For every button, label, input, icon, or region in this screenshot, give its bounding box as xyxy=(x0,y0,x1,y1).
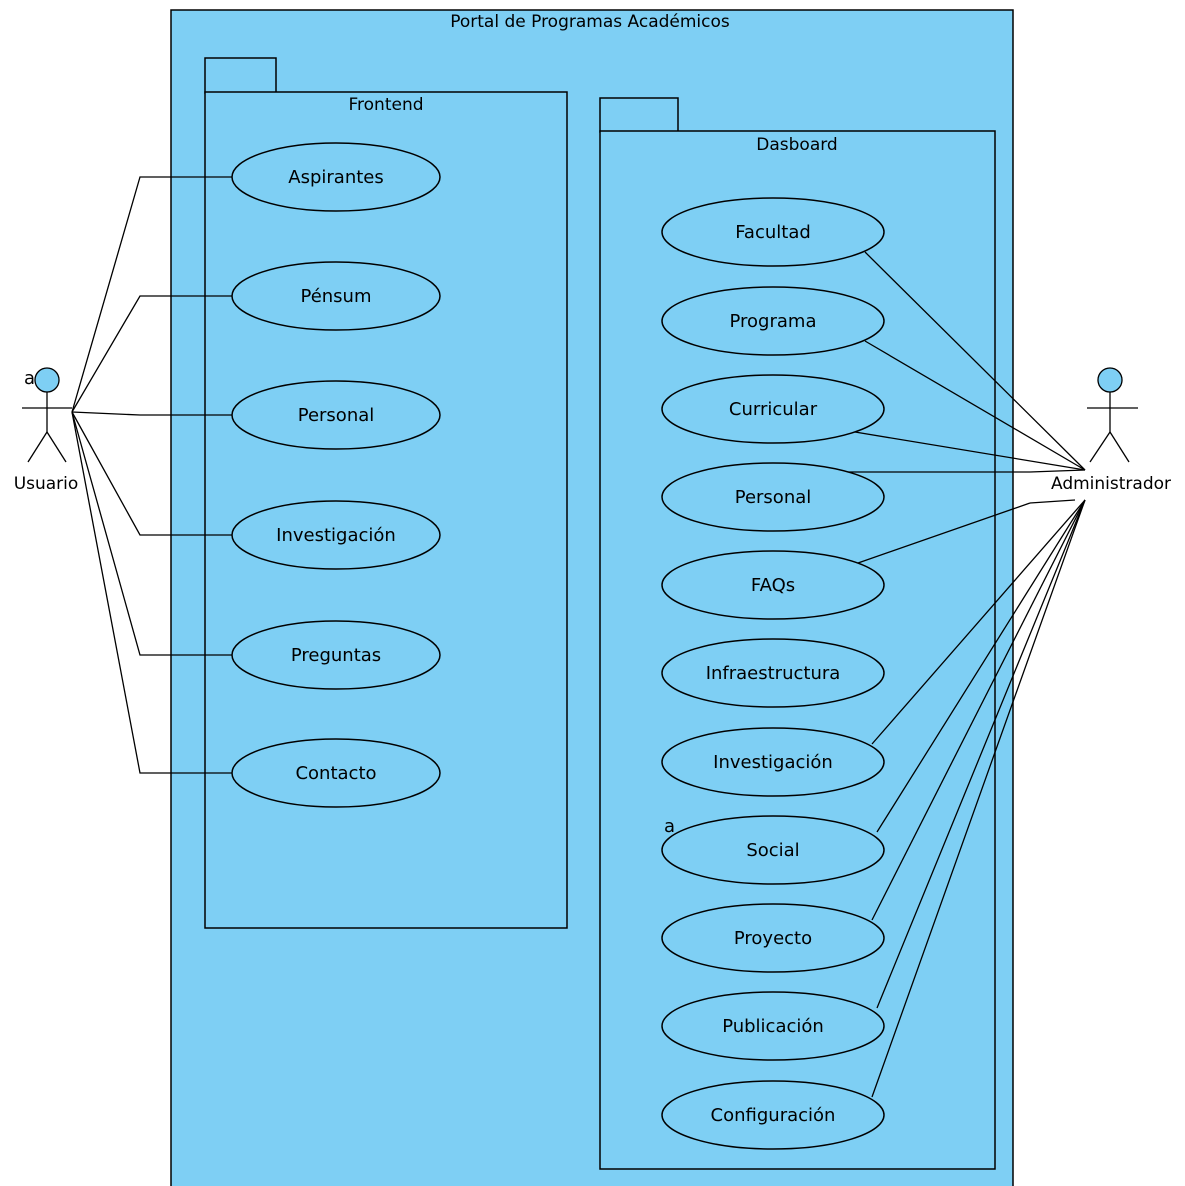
use-case-dashboard-publicacion[interactable]: Publicación xyxy=(661,991,885,1061)
use-case-frontend-preguntas-shape xyxy=(231,620,441,690)
use-case-frontend-contacto-shape xyxy=(231,738,441,808)
use-case-dashboard-configuracion[interactable]: Configuración xyxy=(661,1080,885,1150)
use-case-dashboard-facultad[interactable]: Facultad xyxy=(661,197,885,267)
assoc-administrador-faqs xyxy=(857,502,1031,564)
assoc-usuario-pensum xyxy=(71,295,232,413)
frontend-use-cases: AspirantesPénsumPersonalInvestigaciónPre… xyxy=(231,142,441,808)
dashboard-package-tab xyxy=(599,97,679,133)
administrador-left-leg xyxy=(1089,431,1111,463)
assoc-administrador-configuracion xyxy=(871,499,1086,1098)
use-case-frontend-aspirantes-label: Aspirantes xyxy=(288,167,383,188)
use-case-dashboard-programa[interactable]: Programa xyxy=(661,286,885,356)
use-case-frontend-investigacion[interactable]: Investigación xyxy=(231,500,441,570)
frontend-package-title: Frontend xyxy=(348,95,423,115)
usuario-head xyxy=(34,367,60,393)
use-case-frontend-investigacion-shape xyxy=(231,500,441,570)
assoc-usuario-personal xyxy=(71,411,232,416)
use-case-dashboard-personal-label: Personal xyxy=(735,487,812,508)
use-case-dashboard-investigacion-label: Investigación xyxy=(713,752,833,773)
use-case-frontend-pensum[interactable]: Pénsum xyxy=(231,261,441,331)
assoc-usuario-contacto xyxy=(71,411,232,774)
use-case-frontend-contacto-label: Contacto xyxy=(295,763,376,784)
frontend-package-tab xyxy=(204,57,277,94)
assoc-administrador-investigacion xyxy=(871,499,1086,745)
dashboard-use-cases: FacultadProgramaCurricularPersonalFAQsIn… xyxy=(661,197,885,1150)
system-title: Portal de Programas Académicos xyxy=(450,12,730,32)
use-case-frontend-pensum-shape xyxy=(231,261,441,331)
usuario-left-leg xyxy=(27,431,48,463)
use-case-dashboard-infraestructura[interactable]: Infraestructura xyxy=(661,638,885,708)
assoc-administrador-programa xyxy=(864,340,1086,471)
use-case-dashboard-proyecto[interactable]: Proyecto xyxy=(661,903,885,973)
use-case-dashboard-facultad-shape xyxy=(661,197,885,267)
use-case-frontend-personal[interactable]: Personal xyxy=(231,380,441,450)
social-marker: a xyxy=(664,816,675,837)
assoc-administrador-publicacion xyxy=(876,499,1086,1009)
usuario-label: Usuario xyxy=(14,474,79,494)
assoc-administrador-faqs-link xyxy=(1029,499,1076,504)
use-case-dashboard-configuracion-shape xyxy=(661,1080,885,1150)
use-case-dashboard-infraestructura-shape xyxy=(661,638,885,708)
use-case-dashboard-faqs-label: FAQs xyxy=(751,575,795,596)
assoc-administrador-proyecto xyxy=(871,499,1086,921)
use-case-frontend-preguntas-label: Preguntas xyxy=(291,645,381,666)
use-case-dashboard-curricular[interactable]: Curricular xyxy=(661,374,885,444)
use-case-dashboard-configuracion-label: Configuración xyxy=(711,1105,836,1126)
dashboard-package-title: Dasboard xyxy=(756,135,837,155)
administrador-right-leg xyxy=(1109,431,1130,463)
use-case-frontend-investigacion-label: Investigación xyxy=(276,525,396,546)
assoc-administrador-social xyxy=(876,499,1086,833)
actor-administrador: Administrador xyxy=(1051,367,1171,494)
use-case-dashboard-social-label: Social xyxy=(746,840,799,861)
use-case-dashboard-facultad-label: Facultad xyxy=(735,222,811,243)
use-case-dashboard-publicacion-shape xyxy=(661,991,885,1061)
use-case-dashboard-proyecto-shape xyxy=(661,903,885,973)
use-case-dashboard-programa-label: Programa xyxy=(730,311,817,332)
use-case-dashboard-infraestructura-label: Infraestructura xyxy=(706,663,841,684)
use-case-frontend-preguntas[interactable]: Preguntas xyxy=(231,620,441,690)
use-case-dashboard-investigacion-shape xyxy=(661,727,885,797)
assoc-administrador-facultad xyxy=(864,251,1086,471)
admin-associations xyxy=(845,251,1086,1098)
use-case-dashboard-curricular-label: Curricular xyxy=(729,399,818,420)
use-case-dashboard-personal[interactable]: Personal xyxy=(661,462,885,532)
use-case-dashboard-programa-shape xyxy=(661,286,885,356)
actor-usuario: a Usuario xyxy=(14,367,79,494)
use-case-dashboard-proyecto-label: Proyecto xyxy=(734,928,812,949)
use-case-frontend-aspirantes-shape xyxy=(231,142,441,212)
usuario-marker: a xyxy=(24,368,35,389)
use-case-dashboard-investigacion[interactable]: Investigación xyxy=(661,727,885,797)
assoc-usuario-preguntas xyxy=(71,411,232,656)
use-case-dashboard-social[interactable]: Social xyxy=(661,815,885,885)
use-case-dashboard-personal-shape xyxy=(661,462,885,532)
use-case-frontend-personal-shape xyxy=(231,380,441,450)
user-associations xyxy=(71,176,232,774)
use-case-dashboard-social-shape xyxy=(661,815,885,885)
use-case-frontend-contacto[interactable]: Contacto xyxy=(231,738,441,808)
assoc-administrador-personal-link xyxy=(1029,469,1086,473)
use-case-dashboard-faqs[interactable]: FAQs xyxy=(661,550,885,620)
use-case-dashboard-curricular-shape xyxy=(661,374,885,444)
use-case-frontend-pensum-label: Pénsum xyxy=(300,286,371,307)
use-case-frontend-personal-label: Personal xyxy=(298,405,375,426)
usuario-right-leg xyxy=(46,431,67,463)
use-case-dashboard-publicacion-label: Publicación xyxy=(722,1016,824,1037)
use-case-dashboard-faqs-shape xyxy=(661,550,885,620)
administrador-head xyxy=(1097,367,1123,393)
assoc-usuario-aspirantes xyxy=(71,176,232,413)
assoc-administrador-curricular xyxy=(854,431,1086,471)
assoc-usuario-investigacion xyxy=(71,411,232,536)
use-case-frontend-aspirantes[interactable]: Aspirantes xyxy=(231,142,441,212)
administrador-label: Administrador xyxy=(1051,474,1171,494)
